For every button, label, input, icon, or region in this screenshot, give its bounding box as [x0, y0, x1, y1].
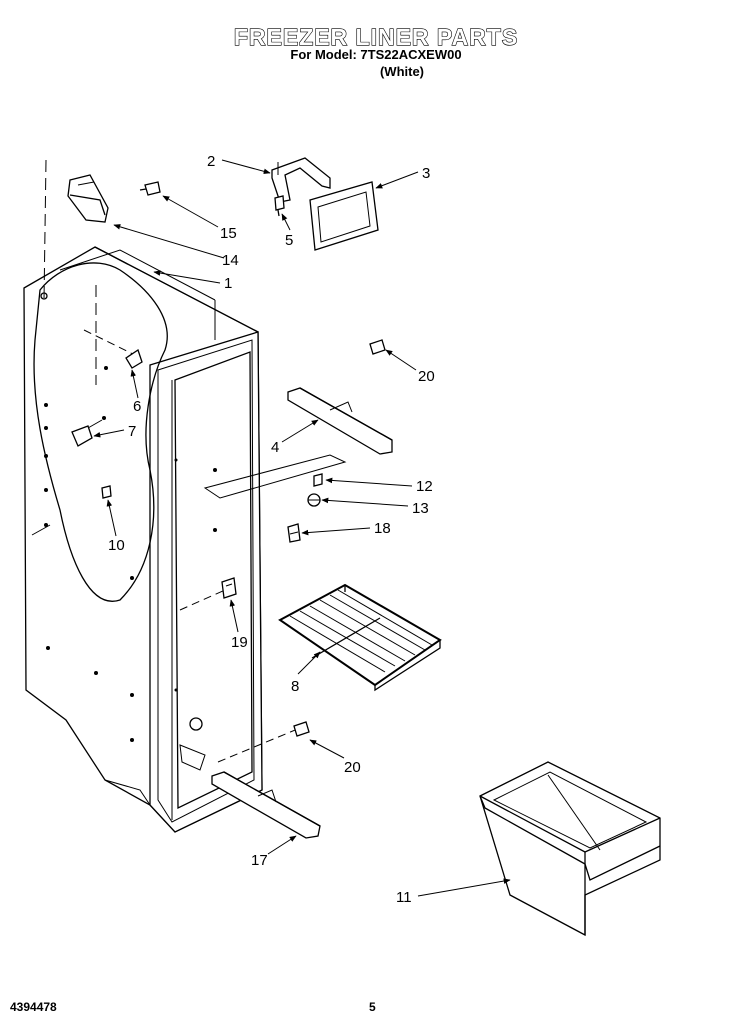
part-4-rail [287, 387, 393, 455]
part-2-bracket [271, 157, 331, 203]
callout-7: 7 [128, 423, 136, 440]
part-13-socket [307, 493, 321, 507]
part-6-clip [125, 348, 143, 369]
color-line: (White) [379, 64, 425, 79]
part-20-screw-lower [293, 721, 310, 737]
callout-6: 6 [133, 398, 141, 415]
part-7-fasteners [71, 416, 106, 447]
callout-13: 13 [412, 500, 429, 517]
part-14-bracket [67, 174, 109, 223]
document-number: 4394478 [10, 1000, 57, 1014]
callout-18: 18 [374, 520, 391, 537]
freezer-liner [23, 246, 347, 833]
part-8-wire-shelf [278, 583, 442, 692]
part-11-storage-bin [479, 761, 661, 937]
part-17-rail [211, 771, 321, 839]
part-3-panel [309, 181, 379, 251]
callout-8: 8 [291, 678, 299, 695]
part-19-switch [221, 577, 237, 599]
callout-14: 14 [222, 252, 239, 269]
part-10-bolt [101, 485, 112, 499]
callout-20-lower: 20 [344, 759, 361, 776]
page-number: 5 [369, 1000, 376, 1014]
callout-15: 15 [220, 225, 237, 242]
page-title: FREEZER LINER PARTS [233, 23, 519, 50]
callout-2: 2 [207, 153, 215, 170]
leader-lines [93, 159, 511, 897]
callout-numbers: 2 3 15 5 14 1 20 6 7 4 12 13 18 10 19 8 … [108, 153, 435, 906]
callout-5: 5 [285, 232, 293, 249]
part-20-screw-upper [369, 339, 386, 355]
callout-20-upper: 20 [418, 368, 435, 385]
part-18-clip [287, 523, 301, 543]
callout-3: 3 [422, 165, 430, 182]
callout-10: 10 [108, 537, 125, 554]
model-line: For Model: 7TS22ACXEW00 [290, 47, 462, 62]
callout-1: 1 [224, 275, 232, 292]
mounting-holes [40, 292, 217, 742]
callout-12: 12 [416, 478, 433, 495]
part-5-screw [274, 195, 285, 217]
callout-17: 17 [251, 852, 268, 869]
callout-19: 19 [231, 634, 248, 651]
alignment-lines [31, 159, 301, 763]
part-12-fastener [313, 473, 323, 487]
callout-11: 11 [396, 889, 412, 906]
callout-4: 4 [271, 439, 279, 456]
part-15-screw [139, 181, 161, 196]
